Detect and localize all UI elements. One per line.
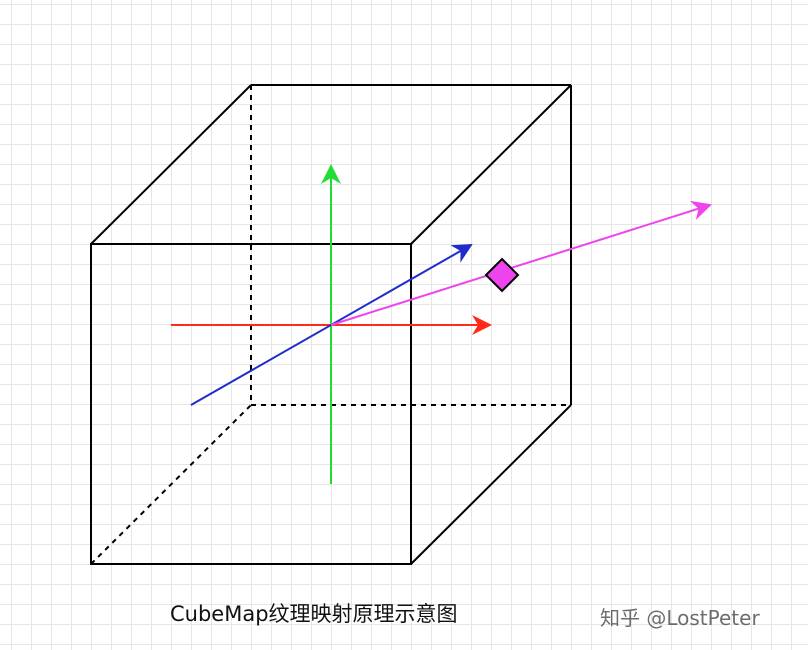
edge-top-right-depth: [410, 84, 572, 245]
hidden-edge-bottom-left-depth: [90, 404, 252, 565]
cube-front-face: [90, 243, 412, 565]
diagram-caption: CubeMap纹理映射原理示意图: [170, 602, 458, 626]
watermark: 知乎 @LostPeter: [600, 606, 760, 630]
edge-bottom-right-depth: [410, 404, 572, 565]
edge-top-left-depth: [90, 84, 252, 245]
sample-point-marker: [484, 257, 520, 293]
cube-visible-edges: [90, 84, 572, 565]
sample-direction-arrow: [330, 200, 712, 326]
